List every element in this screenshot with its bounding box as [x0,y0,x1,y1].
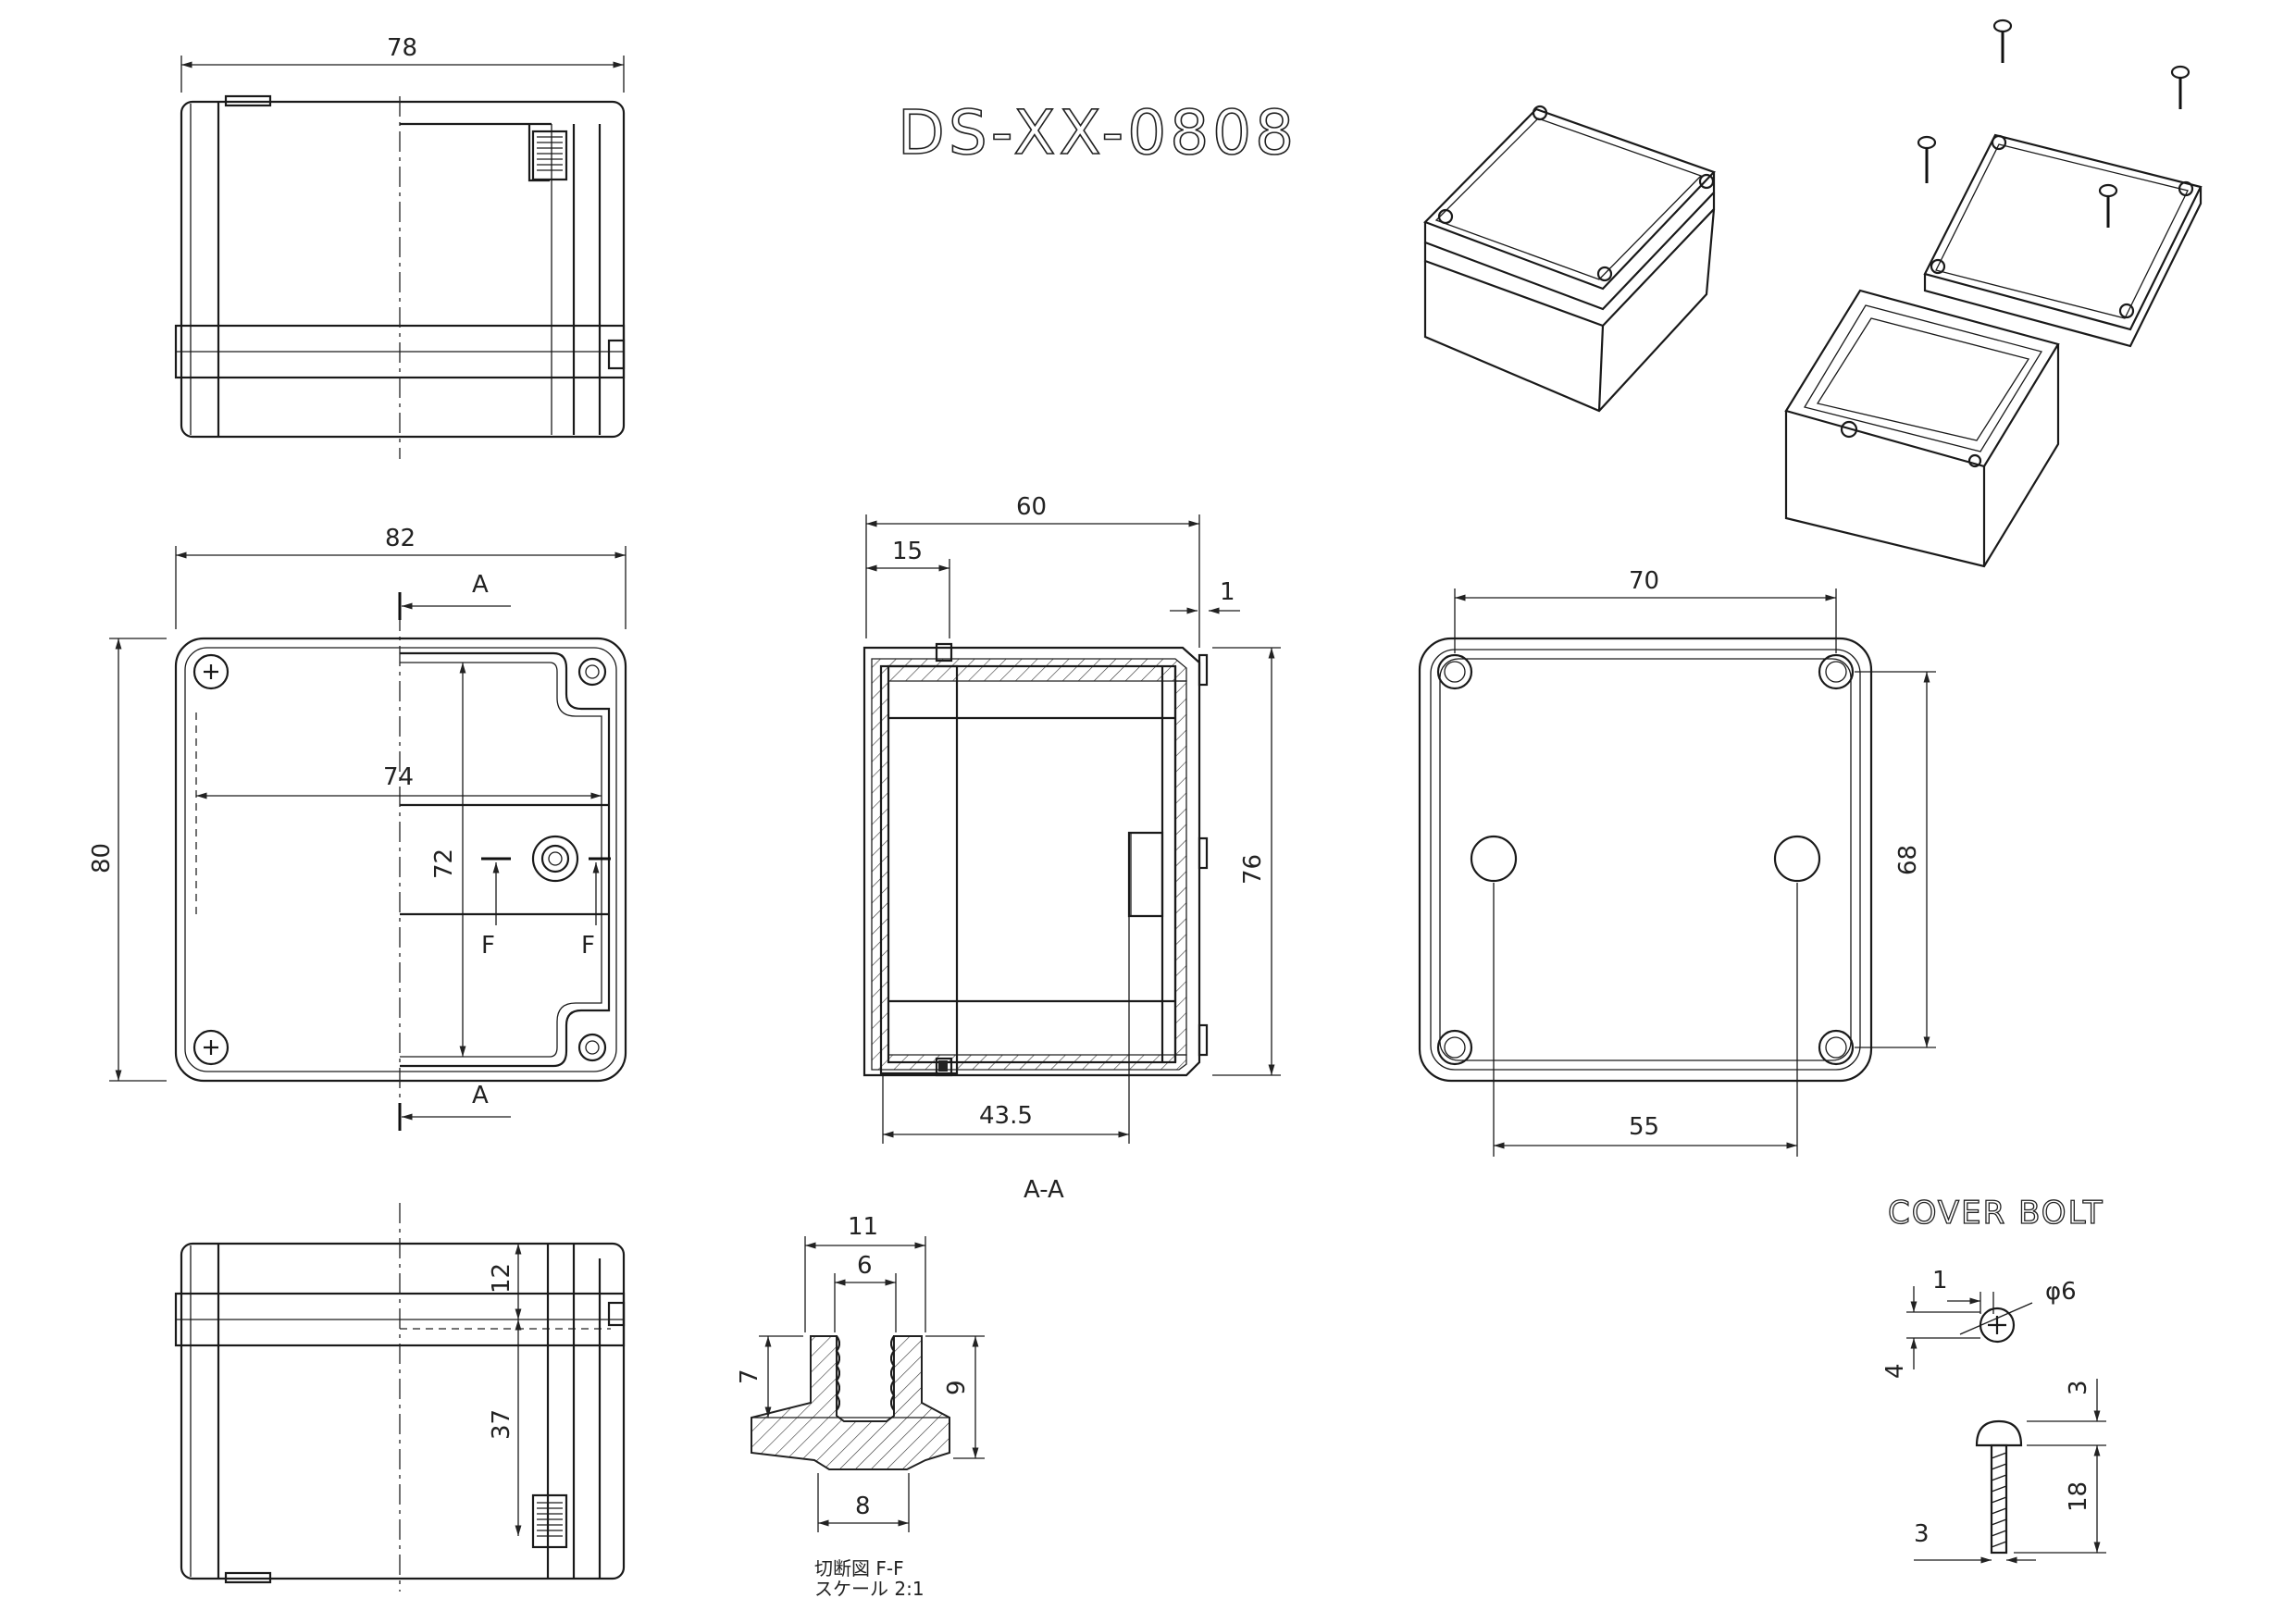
screw-top-2 [2170,65,2191,109]
dim-plan-inner-width: 74 [383,763,414,791]
section-note-line2: スケール 2:1 [814,1578,925,1600]
dim-front-lid: 12 [488,1263,515,1294]
lid-view: 70 68 55 [1418,567,1936,1157]
section-mark-f-right: F [581,932,595,960]
section-mark-a-bottom: A [472,1082,489,1109]
dim-side-total: 60 [1016,493,1047,521]
dim-bolt-length: 18 [2065,1481,2092,1512]
dim-top-width: 78 [387,34,417,62]
dim-bolt-head-height: 4 [1881,1363,1909,1379]
front-latch-ribs [537,1502,563,1537]
dim-plan-inner-height: 72 [430,849,458,879]
dim-boss-left-height: 7 [736,1369,763,1384]
front-view: 12 37 [174,1203,626,1592]
section-mark-f-left: F [481,932,495,960]
top-view: 78 [174,34,626,459]
plan-screw-top-left [192,653,230,690]
dim-boss-base: 8 [855,1493,871,1520]
dim-plan-height: 80 [88,843,116,873]
lid-hole-top-left [1436,653,1473,690]
dim-boss-outer: 11 [848,1213,878,1241]
screw-top-1 [1992,19,2013,63]
lid-hole-bottom-right [1818,1029,1855,1066]
section-note-line1: 切断図 F-F [814,1557,904,1580]
dim-bolt-shank-dia: 3 [1914,1520,1930,1548]
section-mark-a-top: A [472,571,489,599]
cover-bolt-detail: COVER BOLT φ6 1 4 3 [1881,1194,2106,1564]
screw-top-3 [1917,135,1937,183]
isometric-open-box [1784,19,2203,568]
dim-side-lid: 15 [892,538,923,565]
plan-view: 82 80 74 72 A A F F [88,525,627,1131]
dim-boss-right-height: 9 [943,1380,971,1395]
dim-side-gap: 1 [1220,578,1235,606]
drawing-title: DS-XX-0808 [898,97,1297,168]
dim-lid-hole-spacing: 70 [1629,567,1659,595]
section-a-a-view: A-A 60 15 1 76 43.5 [863,493,1281,1204]
top-latch-ribs [537,136,563,171]
cover-bolt-title: COVER BOLT [1888,1195,2104,1232]
dim-front-body: 37 [488,1409,515,1440]
dim-bolt-head-dia: φ6 [2045,1278,2077,1306]
isometric-closed-box [1423,105,1716,413]
dim-boss-inner: 6 [857,1252,873,1280]
dim-lid-hole-vertical: 68 [1894,845,1922,875]
dim-side-height: 76 [1239,854,1267,885]
dim-bolt-head-top: 3 [2065,1380,2092,1395]
boss-section-f-f: 11 6 7 9 8 切断図 F-F スケール 2:1 [736,1213,985,1600]
section-title-a-a: A-A [1024,1176,1064,1204]
dim-plan-width: 82 [385,525,416,552]
screw-top-4 [2098,183,2118,228]
dim-side-inner: 43.5 [979,1102,1033,1130]
bolt-thread [1991,1452,2007,1548]
dim-bolt-head-recess: 1 [1932,1267,1948,1295]
lid-hole-bottom-left [1436,1029,1473,1066]
dim-lid-boss-spacing: 55 [1629,1113,1659,1141]
plan-screw-bottom-left [192,1029,230,1066]
lid-hole-top-right [1818,653,1855,690]
